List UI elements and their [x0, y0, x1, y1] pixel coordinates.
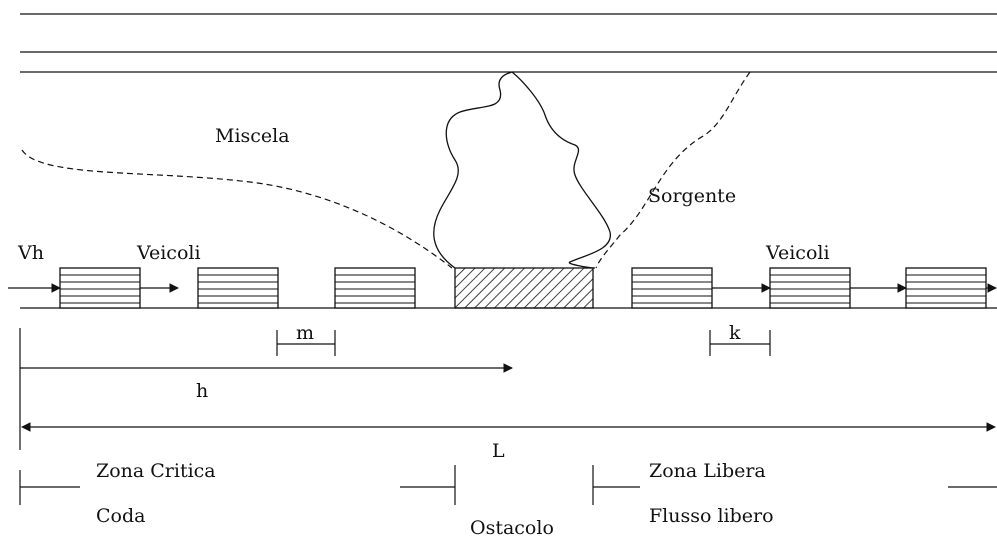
label-veicoli-left: Veicoli: [136, 242, 201, 264]
label-m: m: [296, 322, 314, 344]
vehicle: [59, 267, 141, 309]
label-zona-critica: Zona Critica: [96, 460, 216, 482]
label-veicoli-right: Veicoli: [765, 242, 830, 264]
zone-label-underline-mask: [645, 480, 945, 490]
label-L: L: [492, 440, 505, 462]
label-sorgente: Sorgente: [648, 185, 736, 207]
label-k: k: [729, 322, 741, 344]
label-coda: Coda: [96, 505, 145, 527]
label-h: h: [196, 380, 208, 402]
vehicle: [769, 267, 851, 309]
label-miscela: Miscela: [215, 125, 290, 147]
spacing-k-dimension: [709, 330, 771, 356]
vehicle: [905, 267, 987, 309]
vehicle: [197, 267, 279, 309]
zone-brackets: [19, 465, 997, 505]
label-vh: Vh: [17, 242, 44, 264]
vehicle: [631, 267, 713, 309]
obstacle-block: [454, 267, 594, 309]
tunnel-ceiling: [20, 13, 997, 73]
fire-plume: [433, 71, 611, 269]
vehicle: [334, 267, 416, 309]
mixture-boundary-dashed: [21, 149, 453, 269]
spacing-m-dimension: [276, 330, 336, 356]
source-boundary-dashed: [595, 71, 751, 269]
label-zona-libera: Zona Libera: [649, 460, 766, 482]
zone-label-underline-mask: [90, 480, 400, 490]
label-ostacolo: Ostacolo: [470, 517, 554, 539]
label-flusso-libero: Flusso libero: [649, 505, 774, 527]
